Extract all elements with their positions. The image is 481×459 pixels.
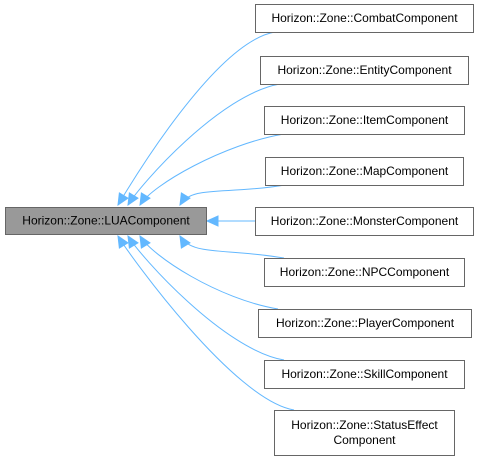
class-label-map: Horizon::Zone::MapComponent bbox=[281, 164, 449, 178]
arrowhead-skill bbox=[127, 234, 139, 249]
class-node-entity[interactable]: Horizon::Zone::EntityComponent bbox=[260, 56, 469, 85]
class-label-npc: Horizon::Zone::NPCComponent bbox=[280, 265, 450, 279]
class-box-player bbox=[258, 309, 472, 338]
class-label-skill: Horizon::Zone::SkillComponent bbox=[281, 367, 448, 381]
class-box-map bbox=[265, 157, 464, 186]
arrowhead-map bbox=[179, 192, 191, 207]
edge-map bbox=[179, 184, 286, 206]
arrowhead-combat bbox=[117, 192, 129, 207]
class-label-status-1: Horizon::Zone::StatusEffect bbox=[291, 418, 438, 432]
arrowhead-monster bbox=[205, 215, 219, 227]
edge-status bbox=[117, 235, 295, 411]
class-box-npc bbox=[264, 258, 465, 287]
class-label-item: Horizon::Zone::ItemComponent bbox=[281, 113, 449, 127]
edge-skill bbox=[127, 235, 285, 361]
arrowhead-status bbox=[117, 234, 129, 249]
arrowhead-player bbox=[139, 234, 151, 249]
class-box-entity bbox=[260, 56, 469, 85]
class-node-skill[interactable]: Horizon::Zone::SkillComponent bbox=[264, 360, 465, 389]
inheritance-edges bbox=[117, 31, 295, 411]
edge-player bbox=[139, 235, 279, 310]
class-box-lua bbox=[5, 207, 207, 235]
class-box-item bbox=[264, 106, 465, 135]
class-node-monster[interactable]: Horizon::Zone::MonsterComponent bbox=[255, 207, 474, 236]
class-box-monster bbox=[255, 207, 474, 236]
class-nodes: Horizon::Zone::LUAComponentHorizon::Zone… bbox=[5, 4, 474, 456]
class-node-npc[interactable]: Horizon::Zone::NPCComponent bbox=[264, 258, 465, 287]
arrowhead-item bbox=[139, 192, 151, 207]
class-node-lua[interactable]: Horizon::Zone::LUAComponent bbox=[5, 207, 207, 235]
class-node-combat[interactable]: Horizon::Zone::CombatComponent bbox=[255, 4, 474, 33]
class-label-monster: Horizon::Zone::MonsterComponent bbox=[271, 214, 459, 228]
edge-combat bbox=[117, 31, 276, 206]
edge-item bbox=[139, 133, 285, 206]
class-node-item[interactable]: Horizon::Zone::ItemComponent bbox=[264, 106, 465, 135]
class-box-combat bbox=[255, 4, 474, 33]
class-box-status bbox=[274, 410, 455, 456]
class-label-entity: Horizon::Zone::EntityComponent bbox=[277, 63, 452, 77]
class-label-status-2: Component bbox=[333, 433, 396, 447]
class-label-player: Horizon::Zone::PlayerComponent bbox=[276, 316, 455, 330]
class-node-map[interactable]: Horizon::Zone::MapComponent bbox=[265, 157, 464, 186]
edge-npc bbox=[179, 235, 285, 259]
arrowhead-entity bbox=[127, 192, 139, 207]
class-node-player[interactable]: Horizon::Zone::PlayerComponent bbox=[258, 309, 472, 338]
arrowhead-npc bbox=[179, 234, 191, 249]
class-label-combat: Horizon::Zone::CombatComponent bbox=[271, 11, 458, 25]
class-box-skill bbox=[264, 360, 465, 389]
class-label-lua: Horizon::Zone::LUAComponent bbox=[22, 214, 190, 228]
edge-entity bbox=[127, 83, 281, 206]
